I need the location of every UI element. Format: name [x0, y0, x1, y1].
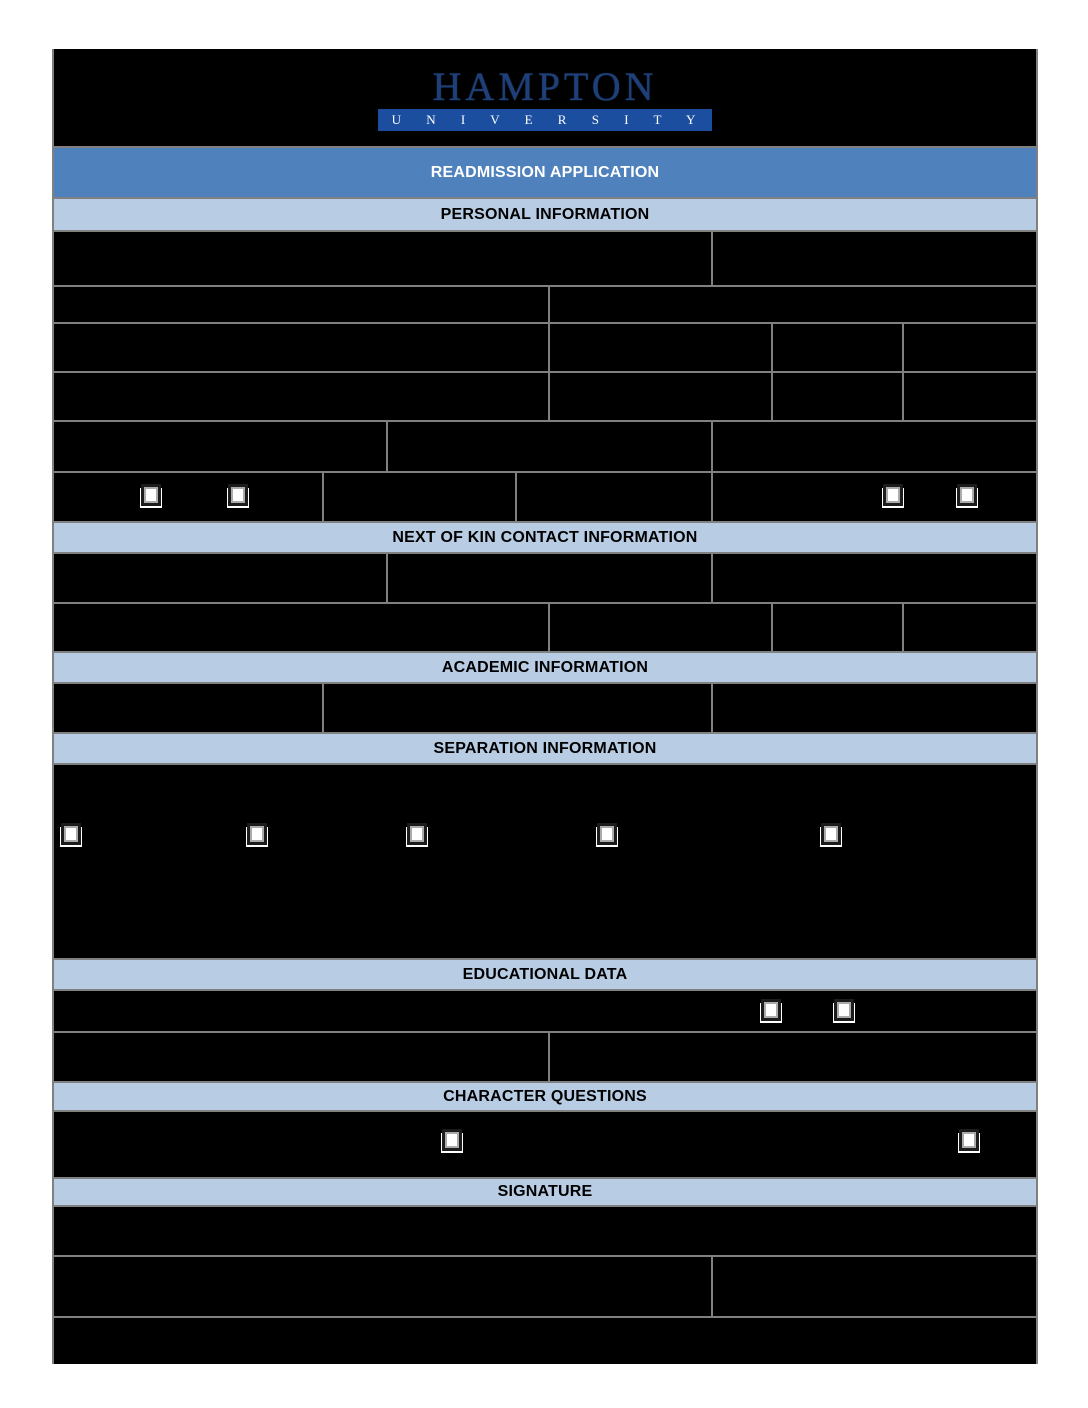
section-personal-information: PERSONAL INFORMATION — [54, 197, 1036, 230]
section-academic-label: ACADEMIC INFORMATION — [441, 658, 649, 676]
checkbox[interactable] — [407, 823, 427, 845]
section-separation-information: SEPARATION INFORMATION — [54, 732, 1036, 763]
field-cell[interactable] — [771, 604, 902, 651]
personal-row-4 — [54, 371, 1036, 420]
field-cell[interactable] — [54, 473, 322, 521]
section-educational-label: EDUCATIONAL DATA — [462, 965, 628, 983]
checkbox[interactable] — [957, 484, 977, 506]
field-cell[interactable] — [902, 604, 1036, 651]
field-cell[interactable] — [711, 684, 1036, 732]
checkbox[interactable] — [761, 999, 781, 1021]
personal-row-6-checkboxes — [54, 471, 1036, 521]
field-cell[interactable] — [322, 473, 515, 521]
checkbox[interactable] — [959, 1129, 979, 1151]
checkbox[interactable] — [61, 823, 81, 845]
form-title-bar: READMISSION APPLICATION — [54, 146, 1036, 197]
kin-row-1 — [54, 552, 1036, 602]
checkbox[interactable] — [821, 823, 841, 845]
hampton-logo: HAMPTON U N I V E R S I T Y — [377, 63, 713, 131]
field-cell[interactable] — [54, 554, 386, 602]
academic-row-1 — [54, 682, 1036, 732]
checkbox[interactable] — [247, 823, 267, 845]
signature-field[interactable] — [54, 1257, 711, 1316]
field-cell[interactable] — [902, 373, 1036, 420]
checkbox[interactable] — [597, 823, 617, 845]
field-cell[interactable] — [54, 373, 548, 420]
date-field[interactable] — [711, 1257, 1036, 1316]
field-cell[interactable] — [54, 684, 322, 732]
signature-row-1[interactable] — [54, 1205, 1036, 1255]
section-character-label: CHARACTER QUESTIONS — [443, 1087, 647, 1105]
field-cell[interactable] — [548, 287, 1036, 322]
field-cell[interactable] — [771, 373, 902, 420]
field-cell[interactable] — [711, 473, 1036, 521]
checkbox[interactable] — [228, 484, 248, 506]
form-header: HAMPTON U N I V E R S I T Y — [54, 49, 1036, 146]
personal-row-3 — [54, 322, 1036, 371]
signature-row-3[interactable] — [54, 1316, 1036, 1364]
logo-university-banner: U N I V E R S I T Y — [377, 108, 713, 131]
field-cell[interactable] — [548, 373, 771, 420]
field-cell[interactable] — [54, 324, 548, 371]
field-cell[interactable] — [771, 324, 902, 371]
checkbox[interactable] — [141, 484, 161, 506]
signature-row-2 — [54, 1255, 1036, 1316]
field-cell[interactable] — [386, 422, 711, 471]
field-cell[interactable] — [548, 604, 771, 651]
section-academic-information: ACADEMIC INFORMATION — [54, 651, 1036, 682]
educational-row-2 — [54, 1031, 1036, 1081]
section-next-of-kin-label: NEXT OF KIN CONTACT INFORMATION — [392, 528, 698, 546]
section-educational-data: EDUCATIONAL DATA — [54, 958, 1036, 989]
kin-row-2 — [54, 602, 1036, 651]
field-cell[interactable] — [322, 684, 711, 732]
field-cell[interactable] — [386, 554, 711, 602]
field-cell[interactable] — [54, 232, 711, 285]
separation-block — [54, 763, 1036, 958]
form-title: READMISSION APPLICATION — [430, 163, 660, 181]
field-cell[interactable] — [54, 604, 548, 651]
checkbox[interactable] — [442, 1129, 462, 1151]
checkbox[interactable] — [834, 999, 854, 1021]
field-cell[interactable] — [54, 287, 548, 322]
field-cell[interactable] — [902, 324, 1036, 371]
section-signature-label: SIGNATURE — [497, 1183, 593, 1200]
educational-row-1-checkboxes — [54, 989, 1036, 1031]
personal-row-2 — [54, 285, 1036, 322]
field-cell[interactable] — [711, 232, 1036, 285]
character-row-checkboxes — [54, 1110, 1036, 1177]
checkbox[interactable] — [883, 484, 903, 506]
field-cell[interactable] — [711, 422, 1036, 471]
field-cell[interactable] — [548, 1033, 1036, 1081]
personal-row-5 — [54, 420, 1036, 471]
section-signature: SIGNATURE — [54, 1177, 1036, 1205]
field-cell[interactable] — [54, 1033, 548, 1081]
section-next-of-kin: NEXT OF KIN CONTACT INFORMATION — [54, 521, 1036, 552]
field-cell[interactable] — [711, 554, 1036, 602]
section-character-questions: CHARACTER QUESTIONS — [54, 1081, 1036, 1110]
section-personal-label: PERSONAL INFORMATION — [440, 205, 650, 223]
readmission-form: HAMPTON U N I V E R S I T Y READMISSION … — [52, 49, 1038, 1364]
section-separation-label: SEPARATION INFORMATION — [433, 739, 657, 757]
field-cell[interactable] — [548, 324, 771, 371]
personal-row-1 — [54, 230, 1036, 285]
field-cell[interactable] — [515, 473, 711, 521]
logo-wordmark: HAMPTON — [432, 63, 658, 109]
field-cell[interactable] — [54, 422, 386, 471]
